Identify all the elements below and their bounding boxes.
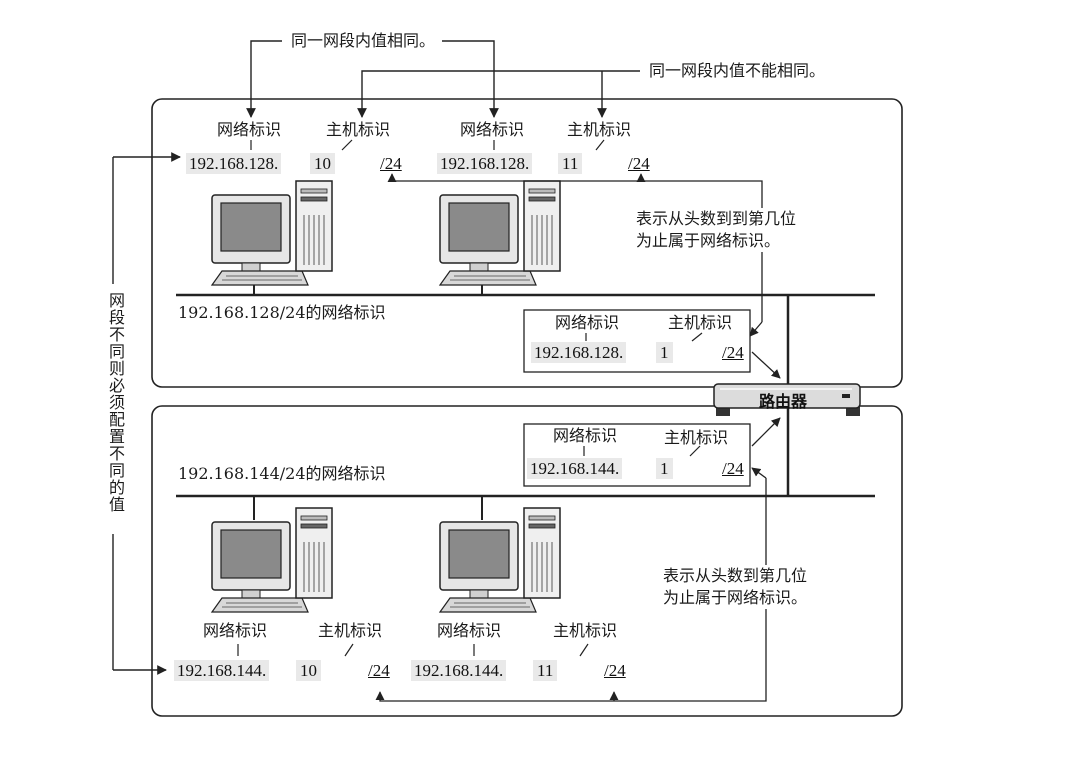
ip-host: 10	[310, 153, 335, 174]
net-label: 网络标识	[437, 621, 502, 640]
mask-annotation: 表示从头数到到第几位 为止属于网络标识。	[634, 208, 799, 252]
segment-label: 192.168.128/24的网络标识	[178, 303, 386, 322]
computer-icon-2	[439, 180, 561, 286]
ip-host: 11	[533, 660, 558, 681]
ip-prefix: 192.168.128.	[531, 342, 627, 363]
net-label: 网络标识	[203, 621, 268, 640]
subnet-mask: /24	[722, 343, 744, 362]
net-label: 网络标识	[460, 120, 525, 139]
net-label: 网络标识	[217, 120, 282, 139]
subnet-mask: /24	[368, 661, 390, 680]
host-label: 主机标识	[318, 621, 383, 640]
net-label: 网络标识	[555, 313, 620, 332]
computer-icon-3	[211, 507, 333, 613]
subnet-mask: /24	[628, 154, 650, 173]
ip-host: 10	[296, 660, 321, 681]
ip-host: 1	[656, 458, 673, 479]
ip-prefix: 192.168.144.	[174, 660, 270, 681]
subnet-mask: /24	[604, 661, 626, 680]
ip-prefix: 192.168.144.	[411, 660, 507, 681]
ip-prefix: 192.168.128.	[437, 153, 533, 174]
segment-label: 192.168.144/24的网络标识	[178, 464, 386, 483]
host-label: 主机标识	[553, 621, 618, 640]
subnet-mask: /24	[722, 459, 744, 478]
subnet-mask: /24	[380, 154, 402, 173]
note-different-segment: 网段不同则必须配置不同的值	[103, 288, 127, 517]
host-label: 主机标识	[668, 313, 733, 332]
ip-prefix: 192.168.144.	[527, 458, 623, 479]
host-label: 主机标识	[567, 120, 632, 139]
computer-icon-4	[439, 507, 561, 613]
net-label: 网络标识	[553, 426, 618, 445]
ip-host: 1	[656, 342, 673, 363]
computer-icon-1	[211, 180, 333, 286]
router-iface1-box	[523, 309, 751, 373]
ip-host: 11	[558, 153, 583, 174]
router-label: 路由器	[759, 392, 808, 411]
note-same-value: 同一网段内值相同。	[288, 33, 439, 49]
note-different-value: 同一网段内值不能相同。	[646, 63, 829, 79]
network2-box	[151, 405, 903, 717]
ip-prefix: 192.168.128.	[186, 153, 282, 174]
host-label: 主机标识	[664, 428, 729, 447]
network1-box	[151, 98, 903, 388]
mask-annotation: 表示从头数到第几位 为止属于网络标识。	[661, 565, 810, 609]
host-label: 主机标识	[326, 120, 391, 139]
